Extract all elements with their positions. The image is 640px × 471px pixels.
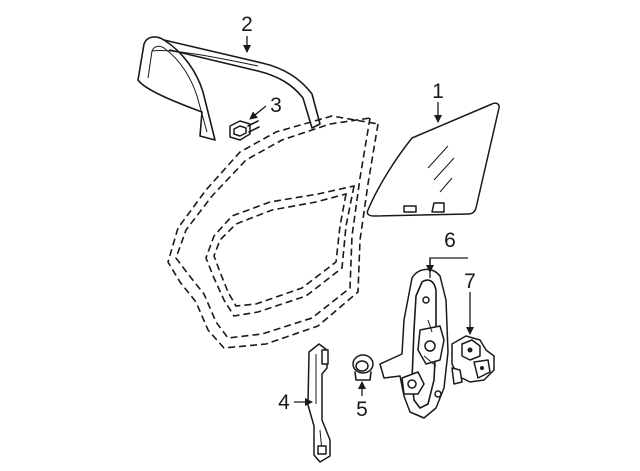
glass-guide-channel-part	[307, 343, 331, 463]
callout-1-label: 1	[432, 80, 444, 103]
door-glass-part	[366, 102, 500, 217]
bolt-part	[229, 120, 260, 141]
callout-7-label: 7	[464, 270, 476, 293]
callout-2-label: 2	[241, 13, 253, 36]
callout-6-label: 6	[444, 229, 456, 252]
callout-3-label: 3	[270, 94, 282, 117]
callout-4-label: 4	[278, 391, 290, 414]
grommet-part	[352, 354, 374, 381]
window-run-channel-part	[137, 36, 321, 141]
window-regulator-part	[379, 268, 449, 419]
callout-leaders	[243, 36, 474, 406]
regulator-motor-part	[451, 335, 495, 385]
callout-labels: 1 2 3 4 5 6 7	[241, 13, 476, 421]
door-frame-outline	[167, 115, 379, 349]
callout-5-label: 5	[356, 398, 368, 421]
